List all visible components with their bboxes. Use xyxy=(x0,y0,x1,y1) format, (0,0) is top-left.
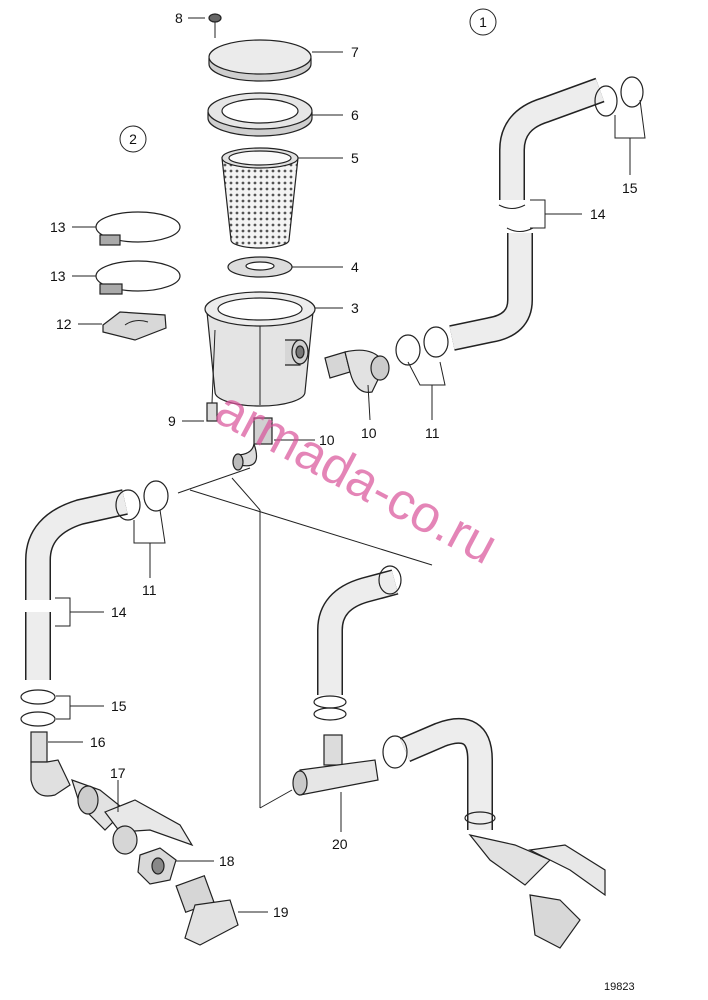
part-10-side-elbow xyxy=(324,349,390,393)
part-3-strainer-housing xyxy=(204,291,316,407)
callout-7: 7 xyxy=(351,44,359,60)
callout-15-upper: 15 xyxy=(622,180,638,196)
part-13-hose-clamp-lower xyxy=(95,260,181,295)
lower-right-valve xyxy=(468,834,606,949)
part-20-tee-fitting xyxy=(292,734,379,796)
lower-right-hose-a xyxy=(317,569,399,695)
callout-9: 9 xyxy=(168,413,176,429)
callout-15-left: 15 xyxy=(111,698,127,714)
left-hose xyxy=(25,489,128,680)
callout-5: 5 xyxy=(351,150,359,166)
group-marker-1: 1 xyxy=(469,8,497,36)
leader-lines xyxy=(48,17,646,913)
part-4-o-ring xyxy=(227,256,293,278)
part-11-left-clamps xyxy=(115,480,169,521)
callout-14-left: 14 xyxy=(111,604,127,620)
callout-10-side: 10 xyxy=(361,425,377,441)
part-5-filter-basket xyxy=(221,147,299,249)
callout-12: 12 xyxy=(56,316,72,332)
callout-14-upper: 14 xyxy=(590,206,606,222)
callout-10-lower: 10 xyxy=(319,432,335,448)
callout-8: 8 xyxy=(175,10,183,26)
lower-right-clamps-a xyxy=(313,565,402,721)
svg-text:2: 2 xyxy=(129,131,137,147)
svg-text:1: 1 xyxy=(479,14,487,30)
part-15-left-clamps xyxy=(20,689,56,727)
document-number: 19823 xyxy=(604,981,635,993)
part-8-screw xyxy=(208,13,222,38)
callout-6: 6 xyxy=(351,107,359,123)
part-10-lower-elbow xyxy=(232,417,273,471)
callout-18: 18 xyxy=(219,853,235,869)
callout-17: 17 xyxy=(110,765,126,781)
part-19-through-hull xyxy=(175,874,239,946)
callout-13-upper: 13 xyxy=(50,219,66,235)
part-13-hose-clamp-upper xyxy=(95,211,181,246)
part-9-bolt xyxy=(206,329,218,422)
callout-13-lower: 13 xyxy=(50,268,66,284)
part-18-nut xyxy=(137,847,177,885)
part-16-hose-nipple xyxy=(30,731,71,797)
part-7-cover xyxy=(208,39,312,82)
part-11-upper-clamps xyxy=(395,326,449,366)
callout-11-upper: 11 xyxy=(425,425,440,441)
callout-3: 3 xyxy=(351,300,359,316)
part-17-ball-valve xyxy=(71,779,194,855)
part-15-upper-clamps xyxy=(594,76,644,117)
callout-20: 20 xyxy=(332,836,348,852)
part-12-bracket xyxy=(102,311,167,341)
callout-11-left: 11 xyxy=(142,582,157,598)
group-marker-2: 2 xyxy=(119,125,147,153)
callout-16: 16 xyxy=(90,734,106,750)
callout-labels: 8 7 6 5 4 3 13 13 12 9 10 10 11 15 14 11… xyxy=(50,10,638,920)
lower-right-hose-b xyxy=(382,718,496,830)
watermark-text: armada-co.ru xyxy=(206,379,506,575)
callout-4: 4 xyxy=(351,259,359,275)
part-6-gasket-ring xyxy=(207,92,313,137)
upper-right-hose xyxy=(449,77,605,351)
callout-19: 19 xyxy=(273,904,289,920)
